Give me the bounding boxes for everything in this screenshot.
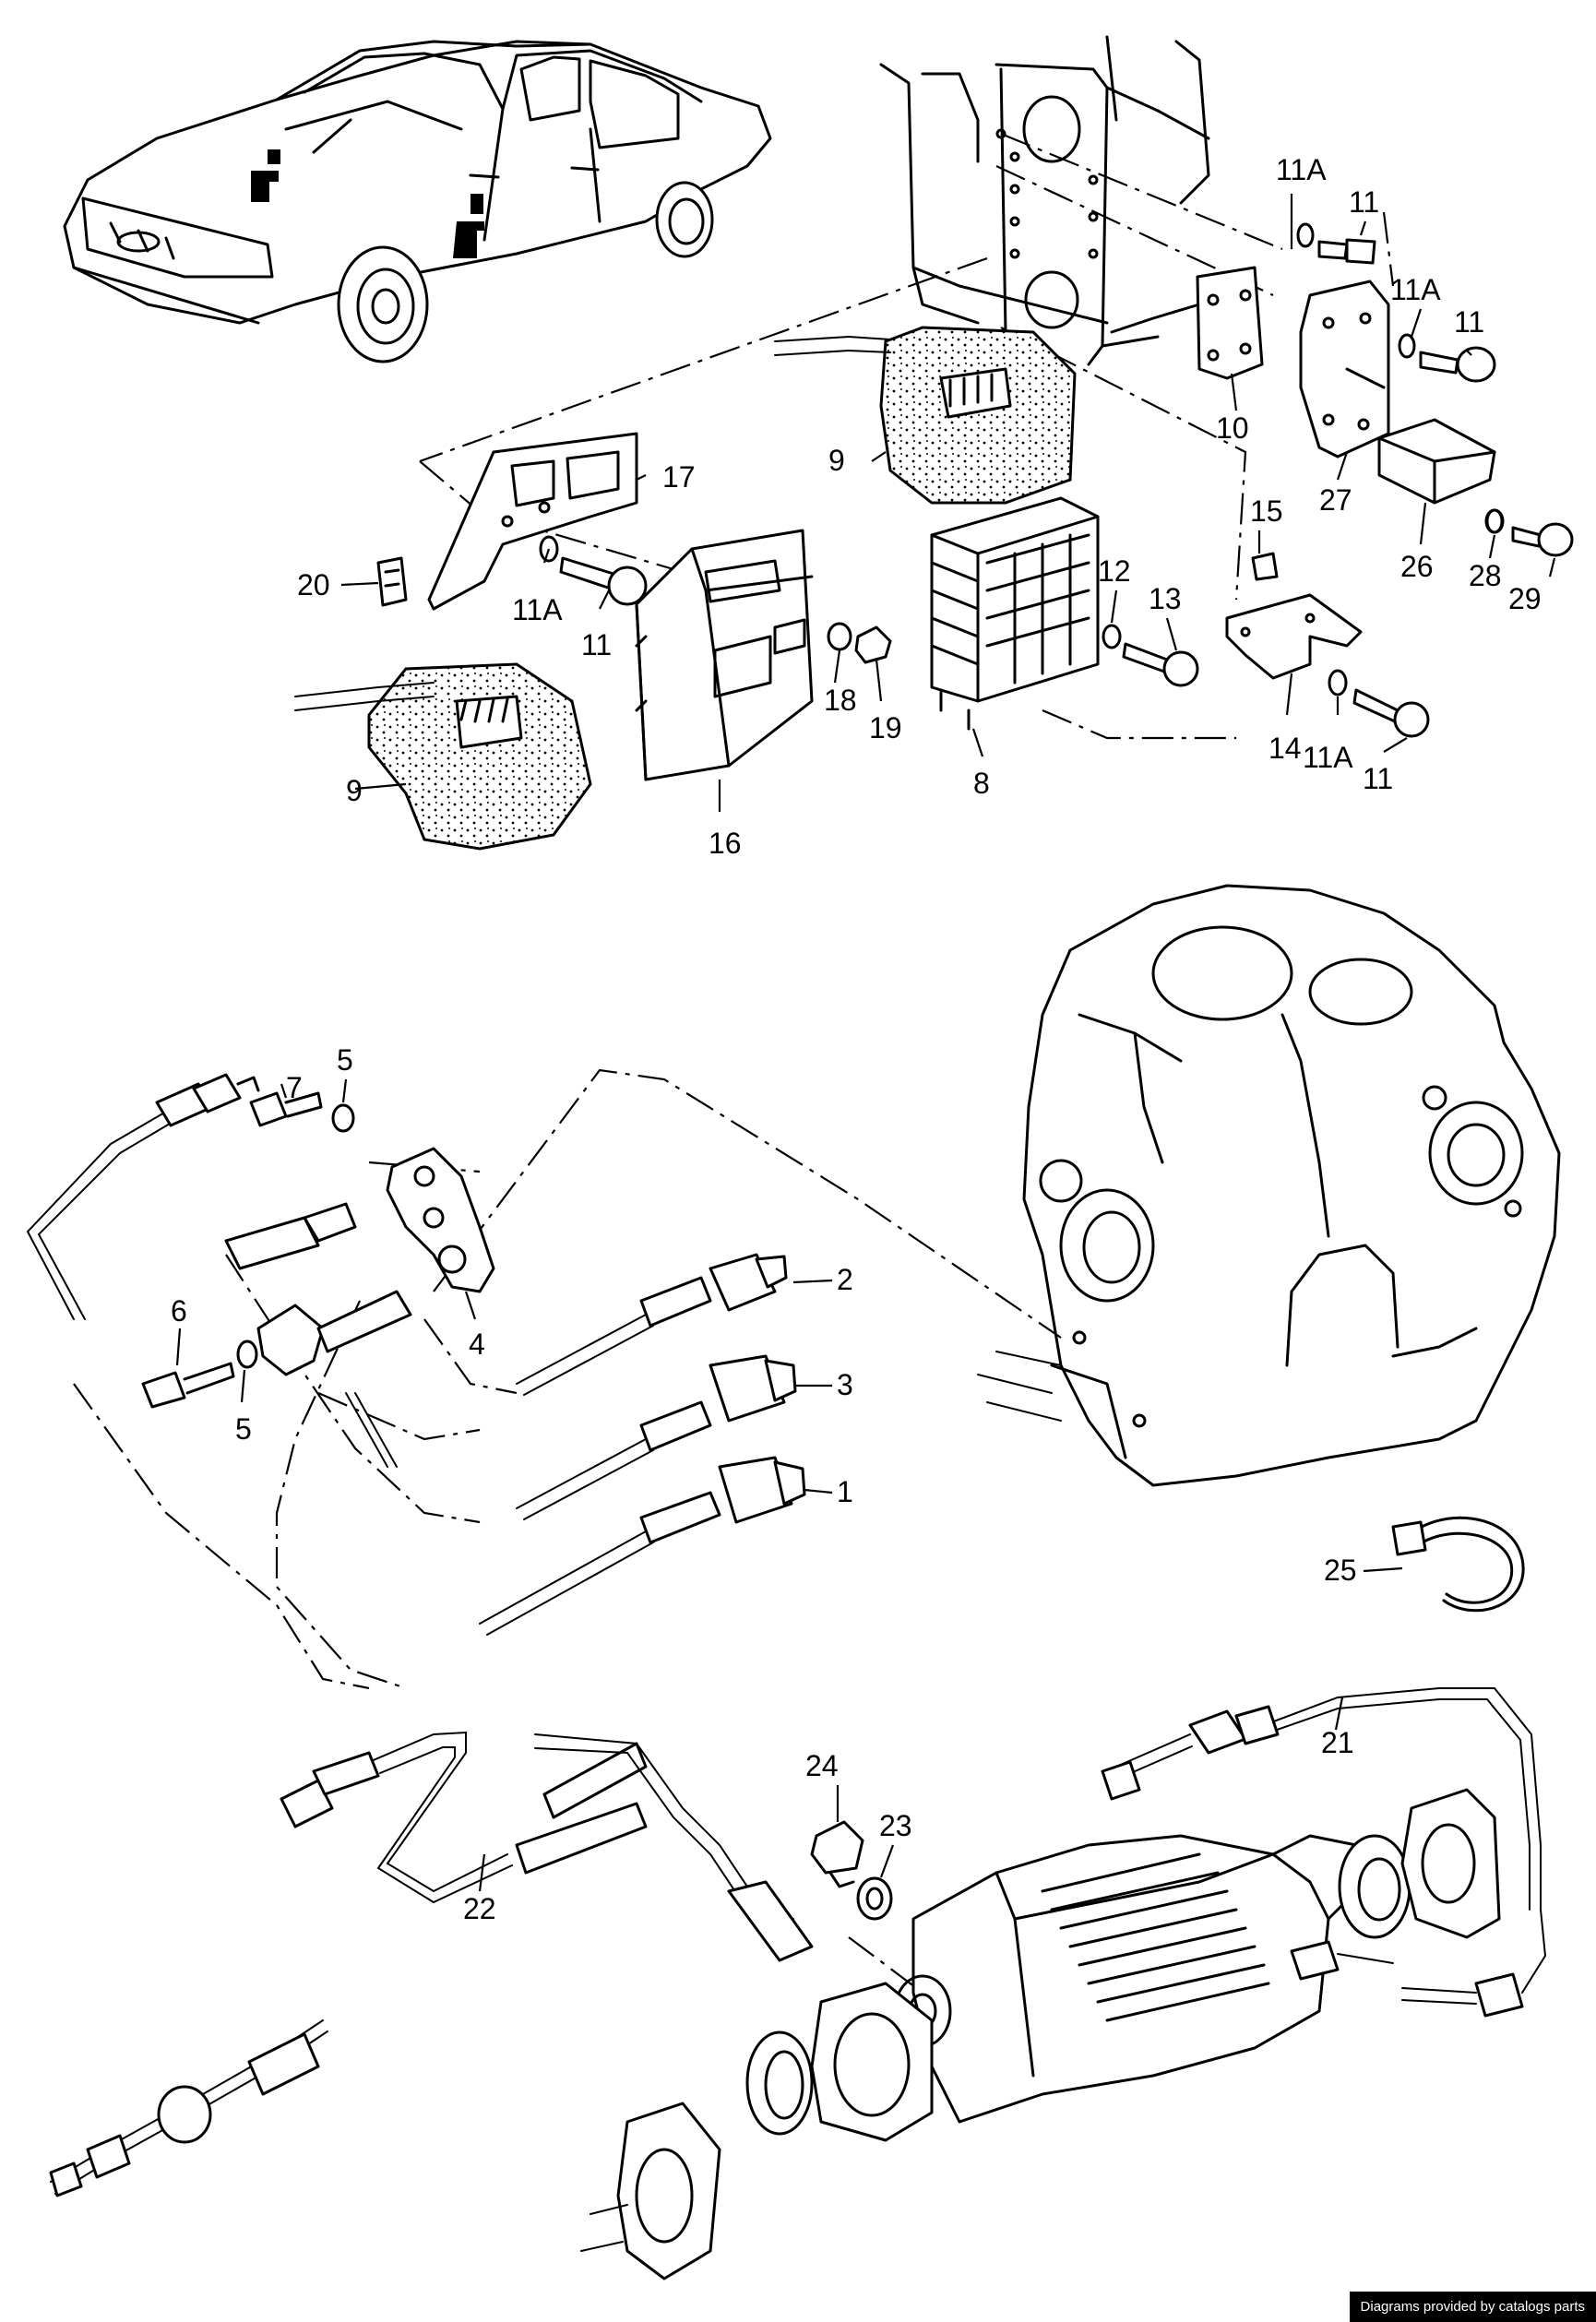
callout-11: 11 <box>1454 305 1484 339</box>
callout-11A: 11A <box>1303 741 1353 774</box>
parts-28-29-washer-screw <box>1484 508 1505 534</box>
part-6-bolt <box>141 1362 235 1409</box>
callout-3: 3 <box>837 1368 853 1401</box>
part-23-gasket <box>856 1876 893 1921</box>
callout-24: 24 <box>805 1749 839 1782</box>
callout-13: 13 <box>1149 582 1182 615</box>
part-9-wiring-harness-left <box>294 662 592 851</box>
callout-11: 11 <box>581 628 612 661</box>
callout-29: 29 <box>1508 582 1542 615</box>
callout-8: 8 <box>973 767 990 800</box>
leader-lines <box>175 194 1556 1892</box>
callout-14: 14 <box>1268 732 1302 765</box>
part-14-bracket <box>1225 593 1363 680</box>
callout-11A: 11A <box>1276 153 1327 186</box>
fasteners-bracket-14 <box>1328 669 1430 738</box>
part-1-sensor-plug <box>479 1456 806 1636</box>
converter-temp-sensor <box>1290 1940 1394 1981</box>
parts-18-19-washer-nut <box>827 622 892 664</box>
callout-21: 21 <box>1321 1726 1354 1759</box>
fasteners-upper-right <box>1296 222 1574 557</box>
callout-9: 9 <box>346 774 363 807</box>
callout-11A: 11A <box>1390 273 1441 306</box>
callout-23: 23 <box>879 1809 912 1842</box>
callout-10: 10 <box>1216 411 1249 445</box>
part-10-bracket <box>1196 266 1264 380</box>
part-4-sensor-bracket <box>386 1147 495 1293</box>
callout-5: 5 <box>235 1412 252 1446</box>
callout-11: 11 <box>1363 762 1393 795</box>
callout-7: 7 <box>286 1071 303 1104</box>
callout-25: 25 <box>1324 1554 1357 1587</box>
part-5-washer-upper <box>331 1103 355 1133</box>
callout-26: 26 <box>1400 550 1434 583</box>
fasteners-bracket-17 <box>539 535 648 606</box>
callout-6: 6 <box>171 1294 187 1328</box>
callout-17: 17 <box>662 460 696 494</box>
callout-1: 1 <box>837 1475 853 1508</box>
part-8-relay-carrier <box>930 496 1100 731</box>
callout-28: 28 <box>1469 559 1502 592</box>
part-9-wiring-harness-right <box>774 326 1077 505</box>
catalytic-converter <box>893 1834 1367 2124</box>
callout-5: 5 <box>337 1043 353 1077</box>
part-21-oxygen-sensor-lead <box>1101 1687 1547 2018</box>
part-22-oxygen-sensor-lead <box>280 1731 814 1962</box>
callout-9: 9 <box>828 444 845 477</box>
engine-block <box>977 884 1561 1487</box>
exhaust-flange-right <box>1338 1788 1501 1939</box>
parts-12-13-screw-washer <box>1102 624 1199 687</box>
callout-27: 27 <box>1319 483 1352 517</box>
part-3-sensor-plug <box>516 1354 797 1520</box>
part-27-bracket <box>1299 280 1390 458</box>
part-15-clip <box>1251 552 1279 581</box>
part-17-bracket <box>427 432 638 611</box>
callout-4: 4 <box>469 1328 485 1361</box>
part-5-washer-lower <box>236 1340 258 1369</box>
downstream-sensor-connector <box>49 2019 328 2197</box>
diagram-credit-banner: Diagrams provided by catalogs parts <box>1349 2292 1596 2322</box>
assembly-reference-lines-lower <box>73 1068 1062 1994</box>
exhaust-flange-left <box>580 1982 934 2280</box>
part-24-plug <box>810 1820 864 1888</box>
part-2-sensor-plug <box>516 1253 788 1396</box>
callout-12: 12 <box>1098 554 1131 588</box>
callout-20: 20 <box>297 568 330 601</box>
vehicle-location-illustration <box>63 40 772 363</box>
callout-16: 16 <box>709 827 742 860</box>
speed-sensor-lead <box>26 1073 260 1320</box>
crank-sensor-upper <box>224 1202 357 1270</box>
part-26-relay <box>1377 418 1496 505</box>
part-16-control-unit <box>635 529 814 781</box>
part-7-bolt <box>249 1091 323 1127</box>
callout-15: 15 <box>1250 494 1283 528</box>
callout-18: 18 <box>824 684 857 717</box>
part-20-clip <box>376 556 408 607</box>
callout-labels: 11A 11 11A 11 10 27 26 28 29 15 12 13 14… <box>171 153 1542 1925</box>
callout-19: 19 <box>869 711 902 744</box>
callout-22: 22 <box>463 1892 496 1925</box>
callout-11: 11 <box>1349 185 1379 219</box>
body-panel-footwell <box>879 35 1210 366</box>
callout-2: 2 <box>837 1263 853 1296</box>
crank-sensor-lower <box>256 1290 412 1468</box>
part-25-hose-clamp <box>1391 1516 1525 1613</box>
callout-11A: 11A <box>512 593 563 626</box>
